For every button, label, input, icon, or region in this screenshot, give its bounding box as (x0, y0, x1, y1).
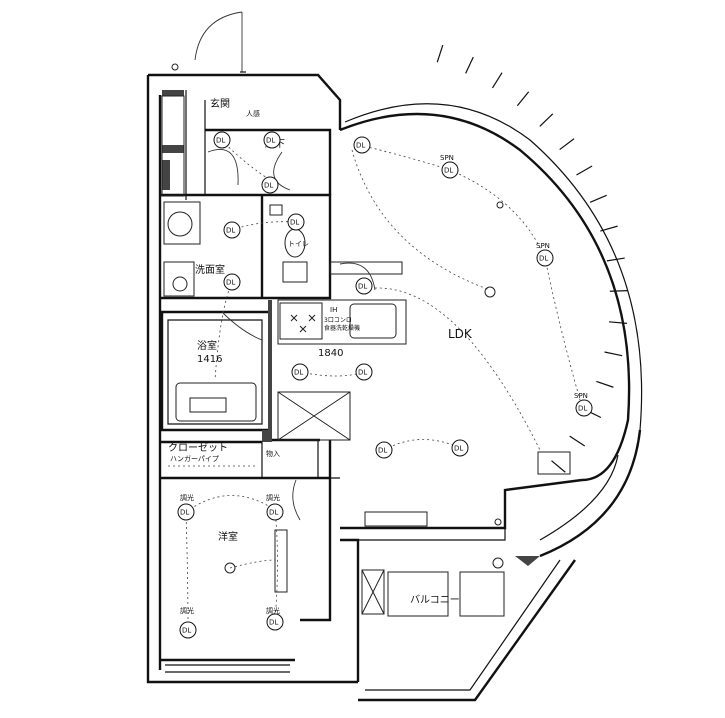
dim-label-3: 調光 (180, 606, 194, 615)
downlight-label-12: DL (444, 167, 453, 175)
downlight-14 (575, 399, 593, 417)
room-label-closet: クローゼット (168, 442, 228, 454)
spn-label-3: SPN (574, 392, 588, 400)
downlight-18 (266, 613, 284, 631)
interior-doors (207, 149, 376, 521)
downlight-label-13: DL (539, 255, 548, 263)
sink-note: 食器洗乾燥機 (324, 324, 360, 332)
downlight-5 (287, 213, 305, 231)
downlight-11 (451, 439, 469, 457)
room-label-yokushitsu: 浴室 (197, 339, 217, 352)
mullion (606, 257, 625, 262)
downlight-2 (263, 131, 281, 149)
sensor-label: 人感 (246, 109, 260, 118)
interior-walls (158, 90, 340, 673)
downlight-label-18: DL (269, 619, 278, 627)
downlight-19 (353, 136, 371, 154)
mullion (589, 194, 607, 203)
mullion (576, 165, 593, 176)
mullion (465, 56, 474, 74)
ih-label: IH (330, 306, 337, 314)
spn-label-1: SPN (440, 154, 454, 162)
window-mullions (436, 44, 628, 473)
downlight-label-14: DL (578, 405, 587, 413)
bath-size: 1416 (197, 354, 222, 365)
mullion (600, 225, 618, 232)
mullion (551, 460, 566, 473)
downlight-label-5: DL (290, 219, 299, 227)
kitchen-size: 1840 (318, 348, 343, 359)
downlight-8 (355, 363, 373, 381)
downlight-label-19: DL (356, 142, 365, 150)
room-label-yoshitsu: 洋室 (218, 530, 238, 543)
downlight-6 (261, 176, 279, 194)
downlight-7 (355, 277, 373, 295)
downlight-9 (291, 363, 309, 381)
exterior-walls (146, 73, 643, 702)
outlets (224, 201, 571, 574)
downlight-label-7: DL (358, 283, 367, 291)
downlight-label-10: DL (378, 447, 387, 455)
downlight-3 (223, 221, 241, 239)
downlight-17 (179, 621, 197, 639)
mullion (516, 91, 530, 107)
downlight-10 (375, 441, 393, 459)
downlight-label-6: DL (264, 182, 273, 190)
room-label-balcony: バルコニー (410, 594, 460, 606)
hatch-blocks (162, 90, 272, 442)
mullion (539, 113, 554, 127)
closet-sub-label: ハンガーパイプ (170, 454, 219, 463)
downlight-label-11: DL (454, 445, 463, 453)
spn-labels: SPN SPN SPN 調光 調光 調光 調光 (180, 154, 588, 615)
downlights: DL DL DL DL DL DL DL DL DL DL DL DL DL DL DL DL DL DL DL (177, 131, 593, 639)
room-label-genkan: 玄関 (210, 97, 230, 110)
dim-label-1: 調光 (180, 493, 194, 502)
room-label-senmen: 洗面室 (195, 263, 225, 276)
downlight-15 (177, 503, 195, 521)
downlight-label-1: DL (216, 137, 225, 145)
mullion (609, 290, 628, 292)
mullion (596, 380, 614, 388)
fixtures: IH 3口コンロ 食器洗乾燥機 (161, 95, 505, 617)
downlight-label-3: DL (226, 227, 235, 235)
room-label-monoire: 物入 (266, 449, 280, 458)
downlight-16 (266, 503, 284, 521)
downlight-label-2: DL (266, 137, 275, 145)
spn-label-2: SPN (536, 242, 550, 250)
downlight-label-16: DL (269, 509, 278, 517)
mullion (604, 351, 623, 357)
room-label-ldk: LDK (448, 327, 473, 341)
downlight-label-15: DL (180, 509, 189, 517)
mullion (491, 72, 503, 89)
downlight-1 (213, 131, 231, 149)
mullion (569, 435, 586, 447)
downlight-label-9: DL (294, 369, 303, 377)
room-label-toilet: トイレ (288, 240, 309, 248)
downlight-label-4: DL (226, 279, 235, 287)
mullion (559, 138, 575, 151)
mullion (436, 44, 444, 63)
downlight-label-8: DL (358, 369, 367, 377)
room-labels: 玄関 人感 廊下 洗面室 浴室 1416 クローゼット ハンガーパイプ 物入 洋… (168, 97, 473, 606)
mullion (608, 321, 628, 324)
downlight-label-17: DL (182, 627, 191, 635)
entry-door (171, 11, 246, 73)
stove-note: 3口コンロ (324, 317, 352, 324)
dim-label-4: 調光 (266, 606, 280, 615)
dim-label-2: 調光 (266, 493, 280, 502)
downlight-13 (536, 249, 554, 267)
downlight-4 (223, 273, 241, 291)
downlight-12 (441, 161, 459, 179)
